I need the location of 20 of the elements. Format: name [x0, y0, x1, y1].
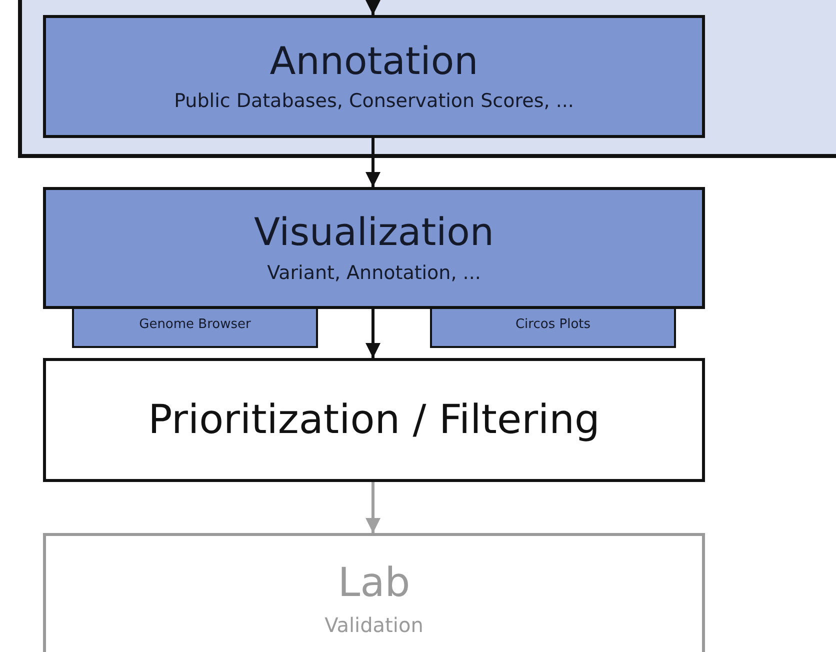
tool-tab [72, 307, 318, 348]
box-subtitle: Public Databases, Conservation Scores, ... [174, 91, 574, 114]
box-title: Genome Browser [139, 318, 251, 333]
box-title: Circos Plots [515, 318, 591, 333]
arrow [366, 0, 380, 15]
process-box [43, 358, 705, 482]
box-subtitle: Validation [324, 614, 424, 636]
box-subtitle: Variant, Annotation, ... [267, 262, 481, 285]
process-box [43, 187, 705, 309]
box-title: Lab [338, 560, 410, 606]
tool-tab [430, 307, 676, 348]
group-panel [18, 0, 836, 158]
process-box [43, 533, 705, 652]
arrow [366, 138, 380, 187]
box-title: Prioritization / Filtering [148, 397, 600, 443]
box-title: Visualization [254, 211, 494, 255]
arrow [366, 309, 380, 358]
arrow [366, 482, 380, 533]
box-title: Annotation [270, 40, 478, 84]
process-box [43, 15, 705, 138]
